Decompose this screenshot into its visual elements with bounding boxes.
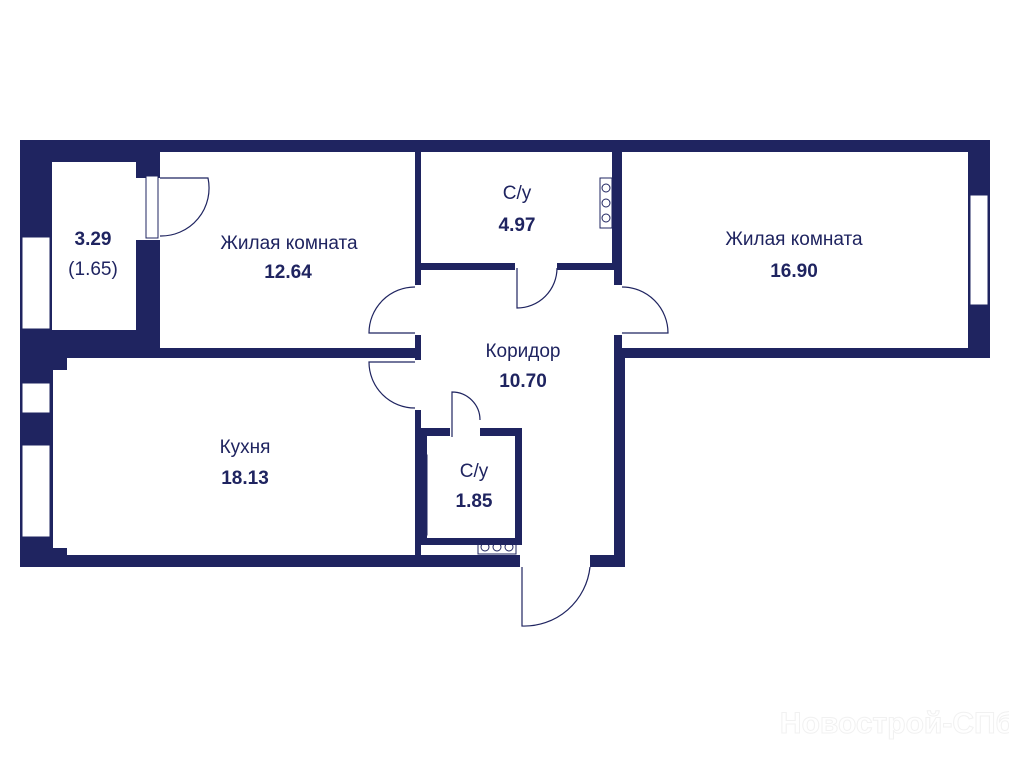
bathroom-2-door-swing[interactable] [451,391,481,437]
kitchen-area: 18.13 [221,468,269,489]
bathroom-1-fixtures [599,177,613,229]
living-room-2[interactable] [622,152,968,348]
living-room-2-doorway [614,285,624,335]
window [969,194,989,306]
living-room-2-name: Жилая комната [725,229,863,250]
balcony-area: 3.29 [75,229,112,250]
living-room-1-doorway [414,285,422,335]
window [21,236,51,330]
living-room-1-door-swing[interactable] [368,286,416,334]
living-room-1-area: 12.64 [264,262,312,283]
bathroom-2-name: С/у [460,461,489,482]
bathroom-1-doorway [515,262,557,271]
kitchen-room[interactable] [53,358,415,555]
window [21,382,51,414]
corridor-area: 10.70 [499,371,547,392]
bathroom-1[interactable] [421,152,612,263]
living-room-2-door-swing[interactable] [621,286,669,334]
window [21,444,51,538]
bathroom-1-door-swing[interactable] [516,267,558,309]
entrance-doorway [520,554,590,568]
living-room-1-name: Жилая комната [220,233,358,254]
bathroom-2-area: 1.85 [456,491,493,512]
entrance-door-swing[interactable] [521,566,591,627]
bathroom-1-name: С/у [503,183,532,204]
kitchen-name: Кухня [220,437,271,458]
watermark: Новострой-СПб [780,707,1009,740]
balcony-door-swing[interactable] [159,177,210,237]
corridor-name: Коридор [485,341,560,362]
kitchen-door-swing[interactable] [368,361,416,409]
kitchen-fixtures [418,454,517,555]
bathroom-2-doorway [450,428,480,437]
balcony-door-frame [145,175,159,239]
bathroom-2[interactable] [427,436,515,538]
bathroom-1-area: 4.97 [499,215,536,236]
balcony-room[interactable] [52,162,136,330]
kitchen-doorway [414,360,422,410]
living-room-2-area: 16.90 [770,261,818,282]
balcony-reduced-area: (1.65) [68,259,118,280]
